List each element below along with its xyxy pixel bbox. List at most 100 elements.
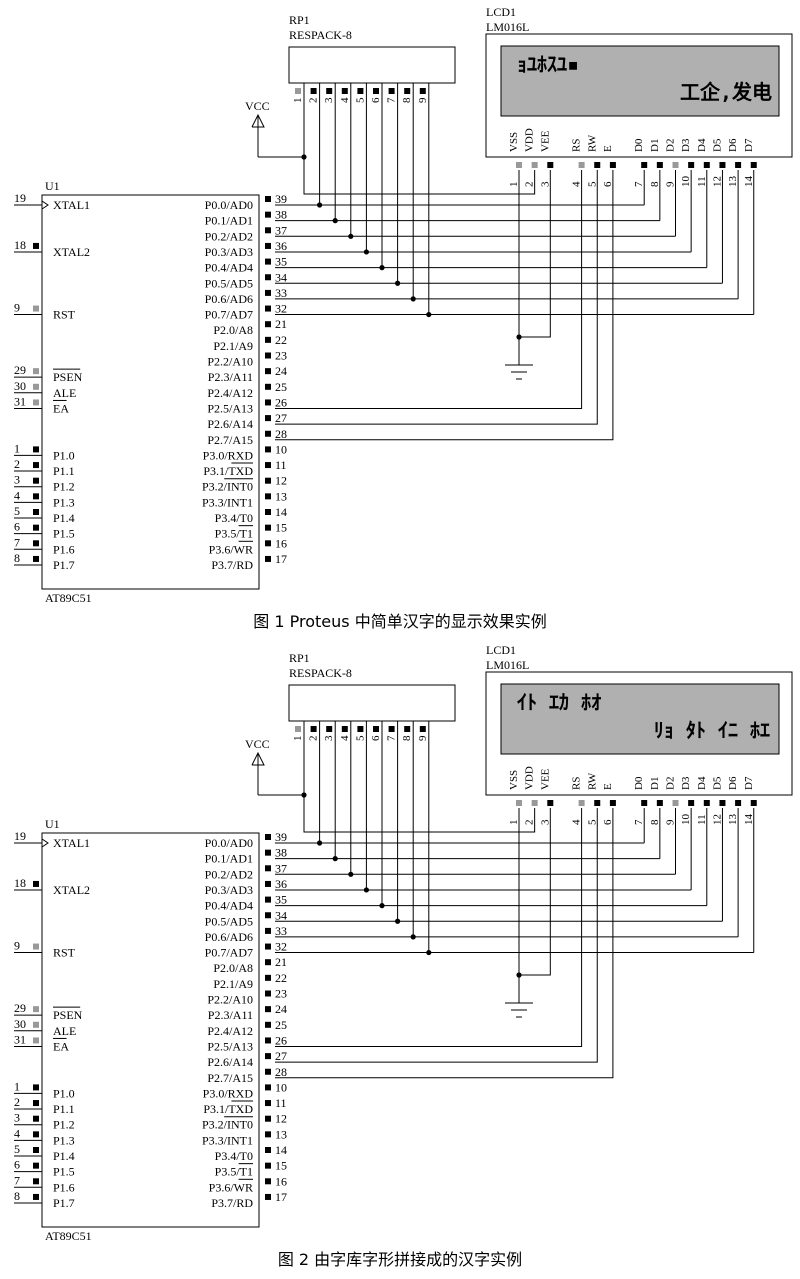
lcd-pin-name: VDD — [524, 766, 536, 790]
mcu-pin-number: 9 — [14, 939, 20, 953]
pin-marker — [265, 974, 271, 981]
pin-marker — [341, 88, 348, 94]
lcd-pin-number: 9 — [665, 819, 677, 825]
pin-marker — [33, 383, 39, 390]
lcd-pin-number: 5 — [586, 181, 598, 187]
mcu-pin-number: 11 — [275, 458, 287, 472]
pin-marker — [33, 1115, 39, 1122]
mcu-pin-number: 10 — [275, 442, 287, 456]
mcu-pin-label: P2.1/A9 — [213, 339, 253, 353]
pin-marker — [265, 834, 271, 840]
mcu-pin-number: 36 — [275, 239, 287, 253]
lcd-pin-number: 3 — [539, 819, 551, 825]
pin-marker — [265, 258, 271, 265]
mcu-pin-label: P3.0/RXD — [203, 448, 254, 462]
vcc-label: VCC — [245, 99, 270, 113]
mcu-pin-label: PSEN — [53, 1008, 83, 1022]
junction-dot — [363, 887, 369, 893]
pin-marker — [265, 493, 271, 500]
lcd-pin-name: D7 — [743, 138, 755, 152]
pin-marker — [688, 800, 695, 806]
lcd-pin-name: VEE — [539, 768, 551, 790]
lcd-pin-number: 10 — [680, 814, 692, 826]
junction-dot — [332, 218, 338, 224]
mcu-pin-number: 4 — [14, 1126, 20, 1140]
mcu-pin-label: P3.5/T1 — [215, 527, 253, 541]
mcu-pin-label: XTAL1 — [53, 198, 90, 212]
respack-pin-number: 2 — [308, 98, 320, 104]
respack-pin-number: 8 — [401, 97, 413, 103]
pin-marker — [265, 415, 271, 422]
junction-dot — [317, 202, 323, 208]
pin-marker — [531, 800, 538, 806]
lcd-screen — [500, 45, 780, 117]
pin-marker — [265, 274, 271, 281]
pin-marker — [750, 800, 757, 806]
pin-marker — [373, 88, 379, 94]
pin-marker — [265, 896, 271, 903]
pin-marker — [265, 368, 271, 375]
wire — [303, 746, 536, 833]
pin-marker — [404, 88, 411, 94]
mcu-pin-label: P1.1 — [53, 1102, 75, 1116]
pin-marker — [265, 1068, 271, 1075]
respack-pin-number: 6 — [370, 735, 382, 741]
mcu-pin-number: 16 — [275, 536, 287, 550]
mcu-pin-label: P2.4/A12 — [207, 1024, 253, 1038]
wire — [275, 825, 598, 1063]
mcu-part: AT89C51 — [45, 591, 92, 605]
mcu-pin-label: P2.0/A8 — [213, 961, 253, 975]
mcu-pin-number: 24 — [275, 364, 287, 378]
pin-marker — [388, 88, 395, 94]
pin-marker — [33, 305, 39, 312]
mcu-pin-label: P2.7/A15 — [207, 1071, 253, 1085]
mcu-pin-label: P2.4/A12 — [207, 386, 253, 400]
pin-marker — [265, 430, 271, 437]
mcu-pin-label: P1.5 — [53, 1165, 75, 1179]
mcu-pin-number: 28 — [275, 1065, 287, 1079]
mcu-pin-number: 37 — [275, 223, 287, 237]
pin-marker — [547, 162, 554, 168]
pin-marker — [594, 162, 601, 168]
lcd-pin-name: D5 — [711, 138, 723, 152]
pin-marker — [265, 1147, 271, 1153]
lcd-pin-number: 2 — [524, 820, 536, 826]
lcd-pin-number: 1 — [508, 820, 520, 826]
lcd-line-2: ﾘｮ ﾀﾄ ｲﾆ ﾎｴ — [654, 718, 770, 742]
pin-marker — [578, 162, 585, 168]
mcu-pin-label: P0.0/AD0 — [205, 198, 253, 212]
mcu-pin-number: 7 — [14, 1173, 20, 1187]
mcu-pin-number: 29 — [14, 363, 26, 377]
pin-marker — [265, 1131, 271, 1138]
respack-part: RESPACK-8 — [289, 28, 352, 42]
pin-marker — [265, 477, 271, 484]
lcd-body — [485, 671, 793, 796]
pin-marker — [33, 1162, 39, 1169]
lcd-line-2: 工企,发电 — [680, 80, 772, 104]
mcu-pin-number: 39 — [275, 830, 287, 844]
mcu-pin-label: P0.2/AD2 — [205, 229, 253, 243]
lcd-pin-name: D2 — [665, 139, 677, 152]
lcd-pin-name: VDD — [524, 128, 536, 152]
pin-marker — [547, 800, 554, 806]
mcu-pin-number: 12 — [275, 474, 287, 488]
lcd-pin-name: D4 — [696, 776, 708, 790]
junction-dot — [395, 280, 401, 286]
mcu-pin-label: XTAL2 — [53, 245, 90, 259]
lcd-pin-number: 2 — [524, 182, 536, 188]
lcd-pin-number: 14 — [743, 814, 755, 826]
junction-dot — [348, 871, 354, 877]
junction-dot — [332, 856, 338, 862]
mcu-pin-number: 2 — [14, 1095, 20, 1109]
mcu-pin-label: P0.4/AD4 — [205, 261, 253, 275]
pin-marker — [341, 726, 348, 732]
mcu-pin-label: P1.1 — [53, 464, 75, 478]
mcu-pin-number: 27 — [275, 1049, 287, 1063]
mcu-pin-label: PSEN — [53, 370, 83, 384]
mcu-pin-number: 15 — [275, 1159, 287, 1173]
pin-marker — [33, 1131, 39, 1138]
respack-pin-number: 7 — [386, 735, 398, 741]
mcu-pin-label: P1.7 — [53, 1196, 75, 1210]
lcd-line-1: ｮﾕﾎｽﾕ▪ — [517, 52, 579, 76]
lcd-pin-number: 7 — [633, 819, 645, 825]
